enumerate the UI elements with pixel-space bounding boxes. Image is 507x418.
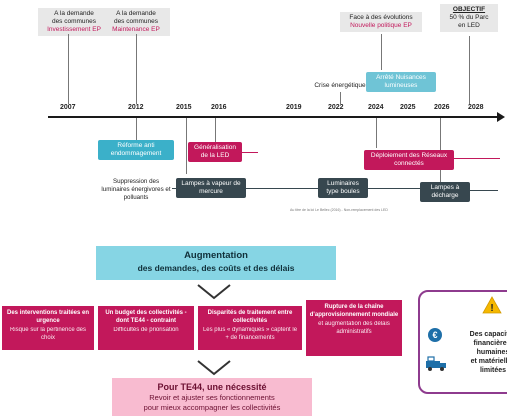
card-budget: Un budget des collectivités - dont TE44 … (98, 306, 194, 350)
euro-icon: € (428, 328, 442, 342)
card-subtitle: Difficultés de priorisation (113, 327, 179, 333)
warning-glyph: ! (490, 303, 493, 314)
top-box-line: Investissement EP (47, 26, 101, 33)
top-box-line: 50 % du Parc (449, 14, 489, 21)
final-box: Pour TE44, une nécessité Revoir et ajust… (112, 378, 312, 416)
top-box-line: A la demande (54, 10, 94, 17)
side-text-line: humaines (476, 349, 507, 356)
year-label: 2025 (400, 104, 416, 111)
year-label: 2026 (434, 104, 450, 111)
top-box-line: Nouvelle politique EP (350, 22, 412, 29)
crise-label: Crise énergétique (314, 82, 366, 89)
dark-connector (470, 190, 498, 191)
top-box-line: en LED (458, 22, 480, 29)
card-title: Disparités de traitement entre collectiv… (207, 310, 293, 324)
card-title: Un budget des collectivités - dont TE44 … (105, 310, 187, 324)
dark-connector (368, 188, 420, 189)
top-box-investissement: A la demande des communes Investissement… (38, 8, 110, 36)
year-label: 2028 (468, 104, 484, 111)
connector-line (186, 118, 187, 174)
year-label: 2019 (286, 104, 302, 111)
side-text-line: Des capacités (469, 331, 507, 338)
dark-connector (246, 188, 318, 189)
magenta-tail (242, 152, 258, 153)
augmentation-box: Augmentation des demandes, des coûts et … (96, 246, 336, 280)
reforme-box: Réforme anti endommagement (98, 140, 174, 160)
arrete-box: Arrêté Nuisances lumineuses (366, 72, 436, 92)
connector-line (376, 118, 377, 148)
card-disparites: Disparités de traitement entre collectiv… (198, 306, 302, 350)
top-box-maintenance: A la demande des communes Maintenance EP (102, 8, 170, 36)
top-box-evolutions: Face à des évolutions Nouvelle politique… (340, 12, 422, 32)
year-label: 2016 (211, 104, 227, 111)
footnote: Au titre de la loi Le Bellec (2016) - No… (290, 208, 388, 212)
year-label: 2022 (328, 104, 344, 111)
suppression-label: Suppression des luminaires énergivores e… (101, 178, 171, 201)
connector-line (381, 34, 382, 70)
year-label: 2007 (60, 104, 76, 111)
augmentation-title: Augmentation (184, 250, 248, 261)
card-subtitle: Les plus « dynamiques » captent le + de … (202, 327, 298, 341)
year-label: 2024 (368, 104, 384, 111)
generalisation-box: Généralisation de la LED (188, 142, 242, 162)
chevron-down-icon (197, 284, 231, 300)
top-box-line: des communes (113, 18, 159, 25)
connector-line (136, 34, 137, 104)
card-interventions: Des interventions traitées en urgence Ri… (2, 306, 94, 350)
lampes-decharge-box: Lampes à décharge (420, 182, 470, 202)
connector-line (469, 36, 470, 104)
card-subtitle: Risque sur la pertinence des choix (9, 327, 87, 341)
side-text-line: et matérielles (470, 358, 507, 365)
card-title: Rupture de la chaîne d'approvisionnement… (309, 304, 399, 318)
card-title: Des interventions traitées en urgence (6, 310, 90, 324)
connector-line (215, 118, 216, 142)
dark-connector (172, 188, 176, 189)
truck-icon (426, 356, 446, 371)
top-box-line: Face à des évolutions (349, 14, 413, 21)
augmentation-subtitle: des demandes, des coûts et des délais (137, 263, 295, 273)
final-sub-2: pour mieux accompagner les collectivités (143, 402, 281, 412)
card-subtitle: et augmentation des délais administratif… (318, 321, 390, 335)
lampes-mercure-box: Lampes à vapeur de mercure (176, 178, 246, 198)
timeline-axis (48, 116, 500, 118)
connector-line (340, 92, 341, 104)
card-rupture: Rupture de la chaîne d'approvisionnement… (306, 300, 402, 356)
year-label: 2012 (128, 104, 144, 111)
year-label: 2015 (176, 104, 192, 111)
side-panel: ! € Des capacités financières, humaines … (418, 290, 507, 394)
top-box-line: OBJECTIF (452, 6, 486, 13)
final-title: Pour TE44, une nécessité (157, 382, 267, 392)
chevron-down-icon (197, 360, 231, 376)
top-box-line: des communes (51, 18, 97, 25)
deploiement-box: Déploiement des Réseaux connectés (364, 150, 454, 170)
connector-line (136, 118, 137, 140)
side-text-line: financières, (473, 340, 507, 347)
luminaires-boules-box: Luminaires type boules (318, 178, 368, 198)
warning-icon: ! (482, 296, 502, 314)
top-box-line: A la demande (116, 10, 156, 17)
top-box-line: Maintenance EP (112, 26, 160, 33)
side-panel-text: Des capacités financières, humaines et m… (458, 330, 507, 375)
magenta-tail (454, 158, 500, 159)
final-sub-1: Revoir et ajuster ses fonctionnements (149, 393, 275, 402)
top-box-objectif: OBJECTIF 50 % du Parc en LED (440, 4, 498, 32)
side-text-line: limitées (479, 367, 507, 374)
timeline-arrow-icon (497, 112, 505, 122)
connector-line (68, 34, 69, 104)
